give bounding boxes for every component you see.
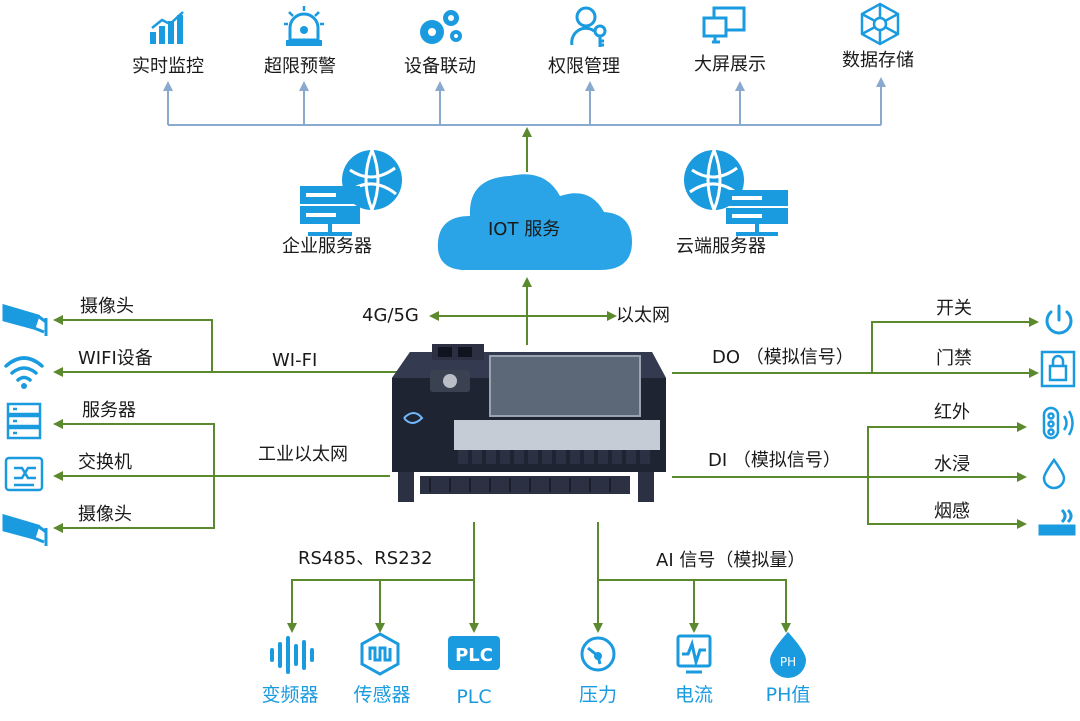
function-label-monitoring: 实时监控 — [132, 56, 204, 77]
power-icon — [1045, 304, 1073, 335]
cloud-server-icon — [684, 149, 788, 236]
left-device-camera-2: 摄像头 — [78, 504, 132, 525]
gauge-icon — [580, 636, 616, 672]
water-drop-icon — [1042, 457, 1066, 490]
monitors-icon — [702, 6, 746, 44]
bottom-device-plc: PLC — [456, 686, 492, 708]
industrial-ethernet-label: 工业以太网 — [258, 444, 348, 465]
user-key-icon — [570, 6, 607, 47]
switch-icon — [4, 456, 44, 492]
gears-icon — [420, 10, 462, 44]
cellular-label: 4G/5G — [362, 305, 419, 326]
smoke-icon — [1038, 508, 1076, 536]
bottom-device-ph: PH值 — [765, 684, 811, 706]
bar-chart-up-icon — [150, 11, 184, 44]
ai-link-label: AI 信号（模拟量） — [656, 550, 806, 571]
function-label-display: 大屏展示 — [694, 54, 766, 75]
camera-icon — [2, 303, 48, 336]
top-bus-lines — [163, 77, 886, 126]
sensor-icon — [360, 632, 400, 676]
current-meter-icon — [676, 634, 712, 674]
svg-text:PLC: PLC — [455, 645, 493, 666]
function-label-permission: 权限管理 — [548, 56, 620, 77]
bottom-device-current: 电流 — [674, 684, 714, 706]
left-device-wifi: WIFI设备 — [78, 348, 153, 369]
enterprise-server-icon — [300, 149, 402, 236]
iot-cloud-shape — [437, 174, 632, 270]
plc-icon: PLC — [448, 636, 500, 670]
wifi-icon — [4, 356, 44, 389]
right-wiring — [672, 317, 1039, 529]
left-device-server: 服务器 — [82, 400, 136, 421]
enterprise-server-label: 企业服务器 — [282, 236, 372, 257]
function-label-storage: 数据存储 — [842, 50, 914, 71]
bottom-device-inverter: 变频器 — [261, 684, 319, 706]
right-device-infrared: 红外 — [934, 402, 970, 423]
left-wiring — [53, 315, 398, 533]
bottom-wiring — [287, 522, 791, 633]
function-label-linkage: 设备联动 — [404, 56, 476, 77]
wifi-link-label: WI-FI — [272, 350, 318, 371]
ethernet-label: 以太网 — [616, 305, 670, 326]
right-device-door: 门禁 — [936, 348, 972, 369]
alarm-light-icon — [284, 6, 324, 46]
left-device-switch: 交换机 — [78, 452, 132, 473]
infrared-icon — [1042, 406, 1074, 440]
right-device-water: 水浸 — [934, 454, 970, 475]
gateway-device — [392, 344, 666, 502]
bottom-device-pressure: 压力 — [578, 684, 618, 706]
right-device-smoke: 烟感 — [934, 501, 970, 522]
svg-text:PH: PH — [780, 655, 796, 669]
iot-service-label: IOT 服务 — [488, 219, 561, 240]
rs-link-label: RS485、RS232 — [298, 548, 433, 569]
camera-icon — [2, 513, 48, 546]
ph-drop-icon: PH — [770, 632, 806, 678]
left-device-camera-1: 摄像头 — [80, 296, 134, 317]
do-link-label: DO （模拟信号） — [712, 347, 854, 368]
di-link-label: DI （模拟信号） — [708, 450, 841, 471]
cloud-server-label: 云端服务器 — [676, 236, 766, 257]
server-rack-icon — [6, 402, 42, 440]
right-device-switch: 开关 — [936, 298, 972, 319]
network-lines — [429, 277, 617, 345]
bottom-device-sensor: 传感器 — [353, 684, 411, 706]
waveform-icon — [270, 636, 314, 674]
door-lock-icon — [1040, 350, 1076, 388]
function-label-alert: 超限预警 — [264, 56, 336, 77]
network-hexagon-icon — [860, 2, 900, 46]
